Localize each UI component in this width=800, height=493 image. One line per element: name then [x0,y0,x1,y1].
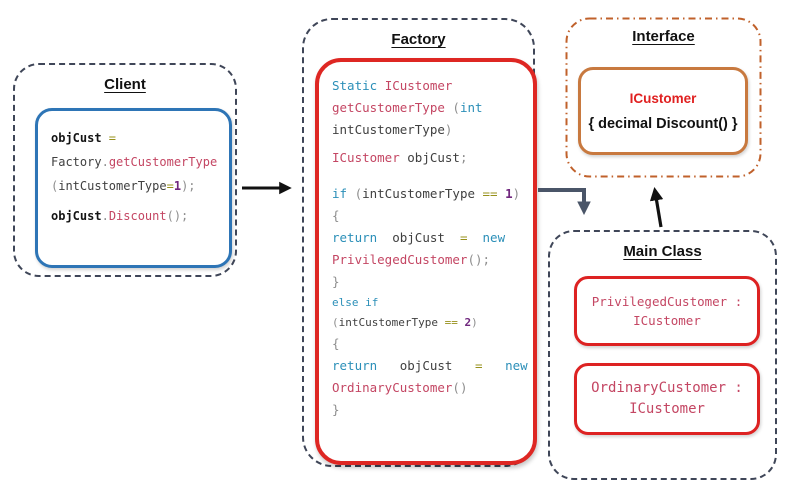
code-line: getCustomerType (int [332,100,483,115]
arrow-factory-to-main-class [538,188,591,216]
interface-class-box: ICustomer { decimal Discount() } [578,67,748,155]
class-interface: ICustomer [629,401,705,417]
main-class-group: Main Class PrivilegedCustomer : ICustome… [548,230,777,480]
interface-method-signature: { decimal Discount() } [588,115,738,132]
client-title: Client [104,76,146,93]
code-line: return objCust = new [332,230,506,245]
client-code-box: objCust = Factory.getCustomerType (intCust… [35,108,232,268]
code-line: intCustomerType) [332,122,453,137]
interface-class-name: ICustomer [629,90,697,106]
client-group: Client objCust = Factory.getCustomerType (… [13,63,237,277]
interface-group: Interface ICustomer { decimal Discount()… [565,17,762,178]
main-class-title: Main Class [623,243,702,260]
interface-title: Interface [632,28,695,45]
code-line: Factory.getCustomerType [51,155,218,169]
factory-group: Factory Static ICustomer getCustomerType … [302,18,537,467]
privileged-customer-box: PrivilegedCustomer : ICustomer [574,276,760,346]
class-declaration: OrdinaryCustomer : [591,380,743,396]
code-line: Static ICustomer [332,78,453,93]
factory-code: Static ICustomer getCustomerType (int intC… [332,75,533,421]
code-line: else if [332,296,379,309]
code-line: objCust.Discount(); [51,209,189,223]
code-line: OrdinaryCustomer() [332,380,468,395]
code-line: return objCust = new [332,358,528,373]
factory-title: Factory [391,31,446,48]
code-line: if (intCustomerType == 1) [332,186,521,201]
code-line: } [332,274,340,289]
class-interface: ICustomer [633,313,701,328]
code-line: (intCustomerType=1); [51,179,196,193]
factory-code-box: Static ICustomer getCustomerType (int intC… [315,58,537,465]
arrow-main-class-to-interface [649,187,664,228]
class-declaration: PrivilegedCustomer : [591,294,743,309]
code-line: ICustomer objCust; [332,150,468,165]
client-code: objCust = Factory.getCustomerType (intCust… [51,126,229,228]
code-line: { [332,336,340,351]
code-line: } [332,402,340,417]
code-line: objCust = [51,131,117,145]
code-line: { [332,208,340,223]
ordinary-customer-box: OrdinaryCustomer : ICustomer [574,363,760,435]
code-line: (intCustomerType == 2) [332,316,478,329]
code-line: PrivilegedCustomer(); [332,252,491,267]
